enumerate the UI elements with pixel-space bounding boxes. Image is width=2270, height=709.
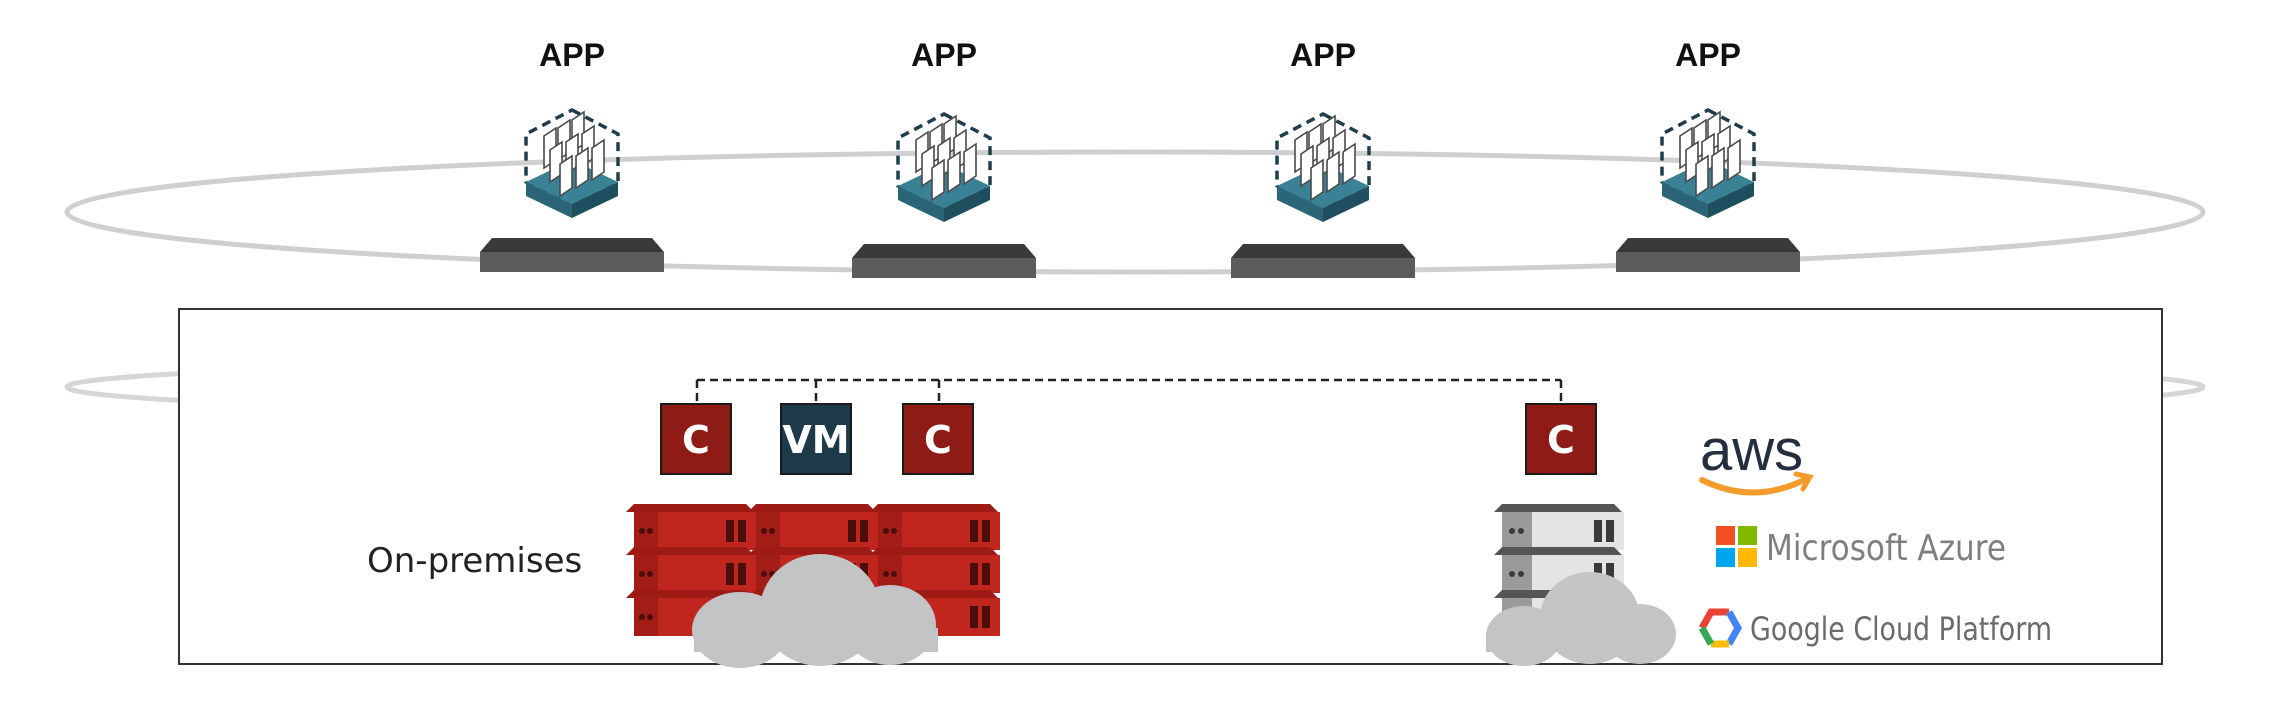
app-cube-icon	[1660, 108, 1756, 220]
app-label: APP	[911, 37, 977, 73]
app-label: APP	[539, 37, 605, 73]
on-premises-label: On-premises	[367, 541, 582, 581]
google-cloud-hexagon-icon	[1698, 608, 1743, 648]
app-label: APP	[1675, 37, 1741, 73]
cloud-container-node: C	[1525, 403, 1597, 475]
app-node-1: APP	[480, 37, 664, 272]
container-label: C	[924, 418, 952, 462]
aws-logo: aws	[1699, 418, 1814, 496]
app-cube-icon	[1275, 112, 1371, 224]
gcp-wordmark: Google Cloud Platform	[1750, 610, 2052, 648]
app-cube-icon	[896, 112, 992, 224]
infrastructure-panel	[178, 308, 2163, 665]
network-connector-lines	[695, 378, 1563, 404]
app-node-2: APP	[852, 37, 1036, 278]
platform-icon	[1231, 244, 1415, 278]
container-node-1: C	[660, 403, 732, 475]
app-node-4: APP	[1616, 37, 1800, 272]
vm-label: VM	[782, 418, 849, 462]
container-node-2: C	[902, 403, 974, 475]
container-label: C	[682, 418, 710, 462]
app-orbit-ring	[64, 149, 2206, 275]
app-node-3: APP	[1231, 37, 1415, 278]
google-cloud-platform-logo: Google Cloud Platform	[1698, 608, 2052, 648]
app-label: APP	[1290, 37, 1356, 73]
vm-node: VM	[780, 403, 852, 475]
container-label: C	[1547, 418, 1575, 462]
cloud-icon	[1486, 572, 1676, 666]
cloud-icon	[692, 554, 938, 668]
microsoft-squares-icon	[1716, 526, 1757, 567]
microsoft-azure-logo: Microsoft Azure	[1716, 526, 2006, 569]
aws-smile-icon	[1699, 475, 1811, 496]
platform-icon	[480, 238, 664, 272]
aws-wordmark: aws	[1700, 418, 1803, 483]
platform-icon	[1616, 238, 1800, 272]
platform-icon	[852, 244, 1036, 278]
azure-wordmark: Microsoft Azure	[1766, 528, 2006, 569]
